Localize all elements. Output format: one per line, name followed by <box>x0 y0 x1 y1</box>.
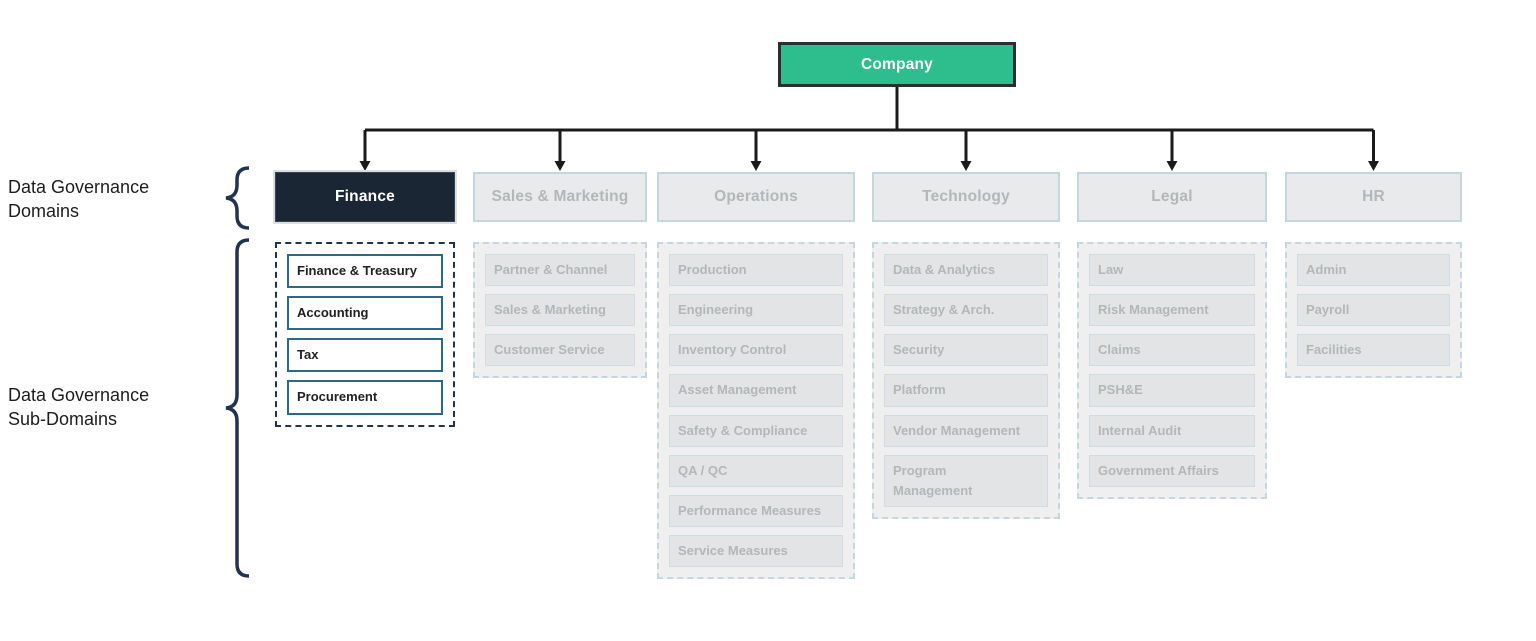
subdomain-box: Production <box>669 254 843 287</box>
subdomain-box: Platform <box>884 374 1048 407</box>
subdomain-box: Engineering <box>669 294 843 327</box>
subdomain-label: Platform <box>893 382 946 398</box>
subdomain-label: Law <box>1098 262 1124 277</box>
company-label: Company <box>860 55 934 73</box>
subdomain-label: Engineering <box>678 302 754 318</box>
domains-brace <box>225 166 250 230</box>
subdomain-box: Program Management <box>884 454 1048 507</box>
subdomain-label: Asset Management <box>678 382 797 398</box>
subdomain-label: Service Measures <box>678 542 788 558</box>
domain-box-technology: Technology <box>872 172 1060 222</box>
subdomain-label: PSH&E <box>1098 382 1143 398</box>
domain-label: Finance <box>335 188 395 205</box>
subdomain-label: Tax <box>297 347 319 363</box>
subdomain-label: Facilities <box>1306 342 1362 358</box>
domains-row-label: Data Governance Domains <box>8 177 150 221</box>
subdomains-brace <box>225 238 250 578</box>
subdomain-box: Government Affairs <box>1089 454 1255 487</box>
company-root-node: Company <box>778 42 1016 87</box>
domain-label: Legal <box>1151 188 1193 205</box>
subdomain-label: Vendor Management <box>893 422 1021 438</box>
subdomain-label: Strategy & Arch. <box>893 302 995 318</box>
domain-box-operations: Operations <box>657 172 855 222</box>
subdomains-row-label: Data Governance Sub-Domains <box>8 385 150 429</box>
subdomain-label: Finance & Treasury <box>297 263 417 278</box>
subdomain-box: Security <box>884 334 1048 367</box>
subdomain-label: Internal Audit <box>1098 422 1182 438</box>
subdomain-box: Safety & Compliance <box>669 414 843 447</box>
subdomain-label: Partner & Channel <box>494 262 608 277</box>
domain-box-sales-marketing: Sales & Marketing <box>473 172 647 222</box>
domain-label: Operations <box>714 188 798 205</box>
subdomain-label: Claims <box>1098 342 1141 358</box>
subdomain-label: Customer Service <box>494 342 605 358</box>
subdomain-label: Inventory Control <box>678 342 787 358</box>
subdomain-box: Risk Management <box>1089 294 1255 327</box>
subdomain-box: Partner & Channel <box>485 254 635 287</box>
subdomain-label: Program Management <box>893 462 973 498</box>
subdomain-box: Accounting <box>287 296 443 331</box>
subdomain-box: Internal Audit <box>1089 414 1255 447</box>
subdomain-box: PSH&E <box>1089 374 1255 407</box>
subdomain-box: Procurement <box>287 380 443 415</box>
subdomain-box: Finance & Treasury <box>287 254 443 289</box>
subdomain-label: Performance Measures <box>678 502 822 518</box>
subdomain-box: Admin <box>1297 254 1450 287</box>
subdomain-box: Tax <box>287 338 443 373</box>
subdomain-box: Law <box>1089 254 1255 287</box>
subdomain-label: Data & Analytics <box>893 262 996 277</box>
domain-box-finance: Finance <box>275 172 455 222</box>
domain-box-legal: Legal <box>1077 172 1267 222</box>
subdomain-label: Production <box>678 262 747 277</box>
subdomain-label: Sales & Marketing <box>494 302 606 318</box>
subdomain-box: Vendor Management <box>884 414 1048 447</box>
subdomain-label: QA / QC <box>678 462 728 478</box>
subdomain-label: Safety & Compliance <box>678 422 808 438</box>
subdomain-box: Asset Management <box>669 374 843 407</box>
subdomain-label: Accounting <box>297 305 369 321</box>
subdomain-box: QA / QC <box>669 454 843 487</box>
domain-box-hr: HR <box>1285 172 1462 222</box>
domain-label: Sales & Marketing <box>491 188 629 205</box>
subdomain-box: Payroll <box>1297 294 1450 327</box>
subdomain-label: Procurement <box>297 389 378 405</box>
subdomain-box: Strategy & Arch. <box>884 294 1048 327</box>
subdomain-box: Data & Analytics <box>884 254 1048 287</box>
subdomain-label: Risk Management <box>1098 302 1209 318</box>
subdomain-box: Claims <box>1089 334 1255 367</box>
subdomain-label: Security <box>893 342 945 358</box>
subdomain-box: Customer Service <box>485 334 635 367</box>
subdomain-label: Admin <box>1306 262 1347 277</box>
subdomain-label: Government Affairs <box>1098 462 1219 478</box>
subdomain-box: Inventory Control <box>669 334 843 367</box>
subdomain-label: Payroll <box>1306 302 1350 318</box>
domain-label: Technology <box>922 188 1010 205</box>
subdomain-box: Sales & Marketing <box>485 294 635 327</box>
domain-label: HR <box>1362 188 1385 205</box>
subdomain-box: Service Measures <box>669 534 843 568</box>
subdomain-box: Performance Measures <box>669 494 843 527</box>
subdomain-box: Facilities <box>1297 334 1450 367</box>
